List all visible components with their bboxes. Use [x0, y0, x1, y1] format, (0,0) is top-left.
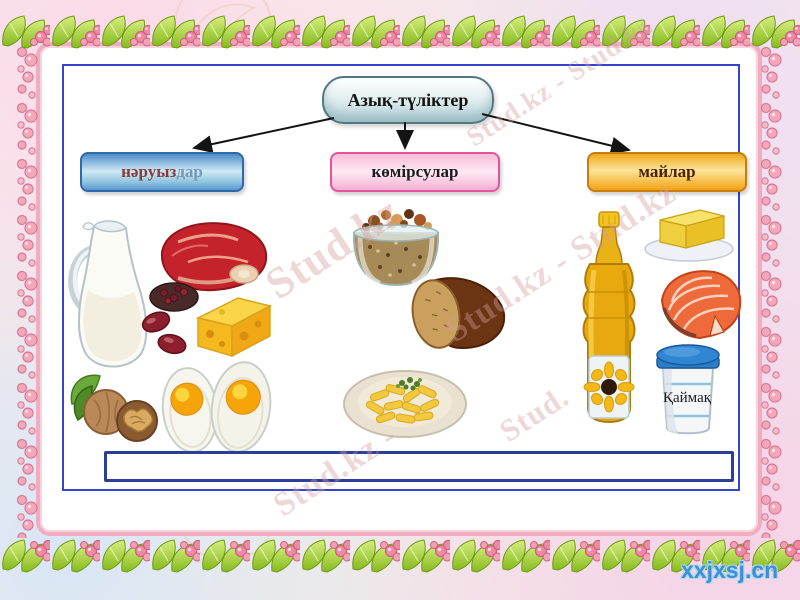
bread-image: [402, 268, 510, 352]
category-proteins-label: нәруыз: [121, 162, 177, 181]
top-garland: [0, 13, 800, 51]
category-fats-label: майлар: [638, 162, 696, 181]
cheese-image: [192, 292, 274, 362]
fried-eggs-image: [158, 355, 273, 460]
root-node: Азық-түліктер: [322, 76, 494, 124]
content-border: [62, 64, 740, 491]
sour-cream-label: Қаймақ: [662, 390, 712, 406]
category-fats-box: майлар: [587, 152, 747, 192]
category-carbohydrates-box: көмірсулар: [330, 152, 500, 192]
category-proteins-label-suffix: дар: [176, 162, 203, 181]
right-berry-border: [756, 46, 786, 538]
walnuts-image: [66, 358, 161, 453]
bottom-garland: [0, 537, 800, 575]
category-carbohydrates-label: көмірсулар: [371, 162, 459, 181]
meat-image: [148, 212, 273, 297]
answer-box: [104, 451, 734, 482]
root-node-label: Азық-түліктер: [347, 89, 469, 110]
left-berry-border: [12, 46, 42, 538]
butter-image: [642, 202, 736, 264]
muesli-bowl-image: [340, 205, 452, 297]
milk-jug-image: [64, 212, 156, 378]
beans-image: [138, 280, 200, 360]
sour-cream-image: [650, 340, 724, 440]
oil-bottle-image: [576, 210, 642, 444]
site-watermark: xxjxsj.cn: [681, 557, 779, 583]
pasta-plate-image: [340, 352, 470, 444]
salmon-image: [652, 262, 744, 344]
